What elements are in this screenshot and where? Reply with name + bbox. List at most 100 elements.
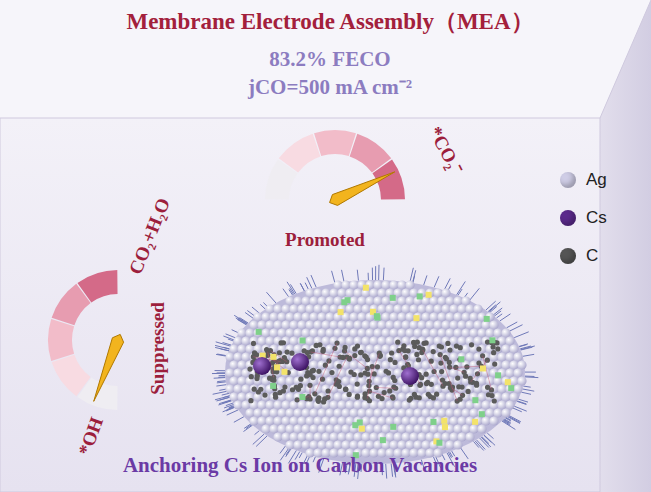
- spike: [255, 431, 260, 435]
- c-atom: [329, 370, 334, 375]
- ag-atom: [473, 336, 482, 345]
- adsorbate: [299, 394, 305, 400]
- ag-atom: [381, 280, 390, 289]
- ag-atom: [341, 424, 350, 433]
- ag-atom: [433, 400, 442, 409]
- ag-atom: [405, 408, 414, 417]
- legend-text: Cs: [586, 208, 607, 228]
- ag-atom: [429, 408, 438, 417]
- ag-atom: [365, 424, 374, 433]
- ag-atom: [309, 408, 318, 417]
- ag-atom: [261, 312, 270, 321]
- adsorbate: [442, 424, 448, 430]
- spike: [521, 392, 531, 394]
- ag-atom: [297, 304, 306, 313]
- spike: [482, 437, 489, 444]
- ag-atom: [277, 376, 286, 385]
- c-atom: [278, 340, 283, 345]
- ag-atom: [449, 416, 458, 425]
- ag-atom: [305, 320, 314, 329]
- gauge-needle: [330, 172, 395, 206]
- ag-atom: [477, 424, 486, 433]
- bond: [345, 351, 368, 369]
- ag-atom: [417, 304, 426, 313]
- cs-atom: [291, 353, 309, 371]
- c-atom: [249, 374, 254, 379]
- ag-atom: [337, 416, 346, 425]
- c-atom: [352, 372, 357, 377]
- adsorbate: [479, 411, 485, 417]
- ag-atom: [349, 280, 358, 289]
- box-side: [600, 0, 651, 492]
- stat-label: jCO=500 mA cm⁻²: [248, 76, 412, 99]
- ag-atom: [397, 392, 406, 401]
- ag-atom: [345, 304, 354, 313]
- gauge-segment: [52, 355, 91, 397]
- c-atom: [491, 350, 496, 355]
- ag-atom: [365, 344, 374, 353]
- ag-atom: [329, 400, 338, 409]
- c-atom: [447, 347, 452, 352]
- ag-atom: [309, 312, 318, 321]
- c-atom: [421, 341, 426, 346]
- spike: [507, 322, 518, 328]
- ag-atom: [389, 424, 398, 433]
- ag-atom: [429, 328, 438, 337]
- ag-atom: [509, 344, 518, 353]
- spike: [475, 441, 484, 451]
- ag-atom: [285, 328, 294, 337]
- ag-atom: [257, 400, 266, 409]
- spike: [523, 386, 530, 387]
- ag-atom: [317, 408, 326, 417]
- spike: [368, 273, 369, 280]
- ag-atom: [373, 312, 382, 321]
- ag-atom: [393, 336, 402, 345]
- ag-atom: [473, 320, 482, 329]
- ag-atom: [265, 416, 274, 425]
- ag-atom: [413, 440, 422, 449]
- ag-atom: [429, 312, 438, 321]
- spike: [227, 410, 239, 415]
- ag-atom: [249, 320, 258, 329]
- title: Membrane Electrode Assembly（MEA）: [126, 9, 533, 34]
- ag-atom: [365, 296, 374, 305]
- ag-atom: [257, 320, 266, 329]
- ag-atom: [321, 432, 330, 441]
- ag-atom: [441, 432, 450, 441]
- c-atom: [358, 372, 363, 377]
- ag-atom: [461, 328, 470, 337]
- c-atom: [262, 392, 267, 397]
- c-atom: [317, 342, 322, 347]
- ag-atom: [437, 312, 446, 321]
- ag-atom: [285, 408, 294, 417]
- c-atom: [492, 361, 497, 366]
- particle-body: [225, 280, 525, 464]
- ag-atom: [421, 328, 430, 337]
- ag-atom: [449, 352, 458, 361]
- ag-atom: [289, 384, 298, 393]
- c-atom: [289, 351, 294, 356]
- ag-atom: [269, 392, 278, 401]
- ag-atom: [425, 304, 434, 313]
- spike: [469, 288, 479, 300]
- adsorbate: [359, 426, 365, 432]
- ag-atom: [329, 368, 338, 377]
- ag-atom: [225, 352, 234, 361]
- ag-atom: [273, 304, 282, 313]
- ag-atom: [313, 320, 322, 329]
- spike: [217, 381, 226, 383]
- ag-atom: [441, 320, 450, 329]
- ag-atom: [393, 432, 402, 441]
- c-atom: [273, 395, 278, 400]
- adsorbate: [480, 365, 486, 371]
- bond: [399, 351, 420, 385]
- ag-atom: [457, 416, 466, 425]
- ag-atom: [349, 328, 358, 337]
- ag-atom: [341, 360, 350, 369]
- ag-atom: [313, 432, 322, 441]
- spike: [266, 292, 275, 303]
- ag-atom: [453, 440, 462, 449]
- ag-atom: [321, 320, 330, 329]
- ag-atom: [417, 432, 426, 441]
- ag-atom: [509, 360, 518, 369]
